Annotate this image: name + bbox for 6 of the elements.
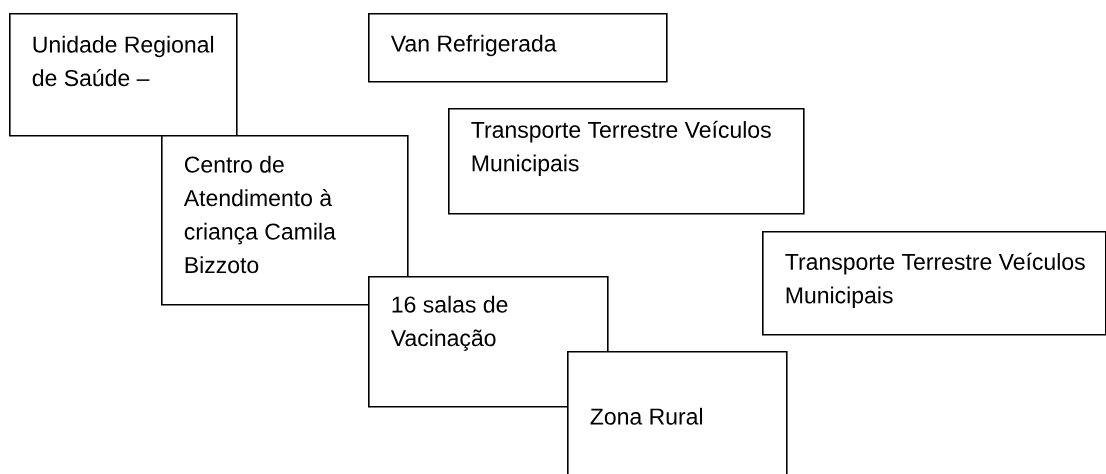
text-box: Van Refrigerada [368,13,668,83]
text-box: Unidade Regional de Saúde – [9,13,238,137]
text-box: Zona Rural [567,351,788,474]
text-box: Transporte Terrestre Veículos Municipais [448,108,805,215]
text-box: 16 salas de Vacinação [368,276,609,408]
text-box: Transporte Terrestre Veículos Municipais [762,231,1106,336]
